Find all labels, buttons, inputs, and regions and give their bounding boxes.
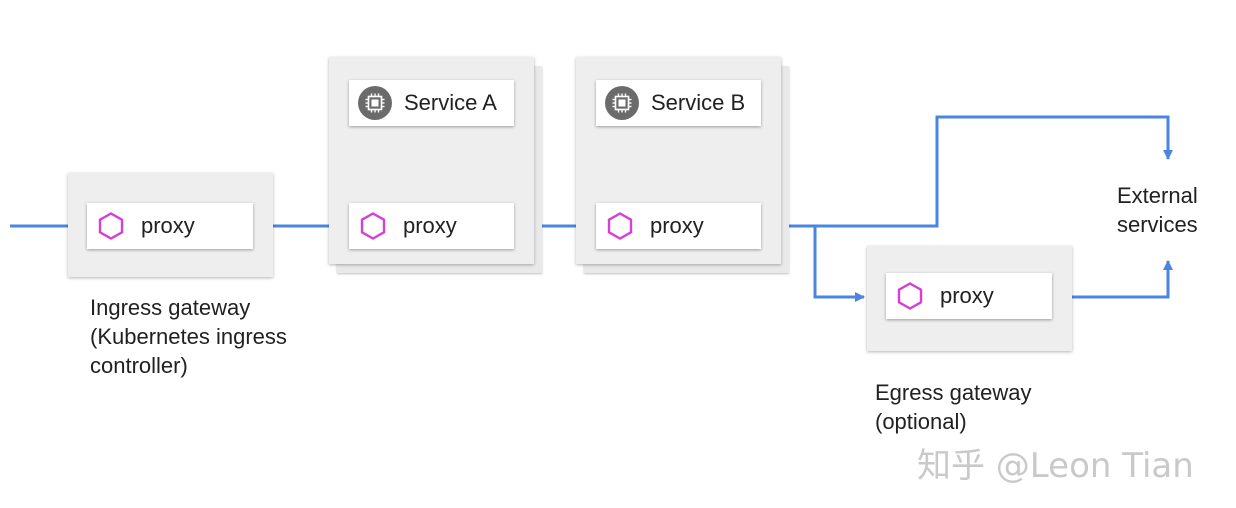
egress-proxy-card: proxy bbox=[886, 273, 1052, 319]
hexagon-icon bbox=[896, 282, 924, 310]
service-b-card: Service B bbox=[596, 80, 761, 126]
hexagon-icon bbox=[359, 212, 387, 240]
hexagon-icon bbox=[606, 212, 634, 240]
egress-proxy-label: proxy bbox=[940, 283, 994, 308]
service-a-label: Service A bbox=[404, 90, 497, 115]
watermark: 知乎 @Leon Tian bbox=[917, 446, 1194, 486]
service-a-proxy-label: proxy bbox=[403, 213, 457, 238]
service-b-proxy-label: proxy bbox=[650, 213, 704, 238]
arrow-b-to-egress bbox=[813, 226, 865, 302]
chip-icon bbox=[605, 86, 639, 120]
external-services-label: External services bbox=[1117, 181, 1198, 239]
service-a-card: Service A bbox=[349, 80, 514, 126]
service-b-proxy-card: proxy bbox=[596, 203, 761, 249]
arrow-egress-to-external bbox=[1072, 260, 1173, 299]
external-services-line: services bbox=[1117, 212, 1198, 237]
ingress-proxy-label: proxy bbox=[141, 213, 195, 238]
ingress-caption-line: controller) bbox=[90, 353, 188, 378]
ingress-caption: Ingress gateway (Kubernetes ingress cont… bbox=[90, 293, 287, 380]
chip-icon bbox=[358, 86, 392, 120]
external-services-line: External bbox=[1117, 183, 1198, 208]
egress-caption-line: (optional) bbox=[875, 409, 967, 434]
ingress-caption-line: Ingress gateway bbox=[90, 295, 251, 320]
ingress-proxy-card: proxy bbox=[87, 203, 253, 249]
hexagon-icon bbox=[97, 212, 125, 240]
egress-caption-line: Egress gateway bbox=[875, 380, 1032, 405]
egress-caption: Egress gateway (optional) bbox=[875, 378, 1032, 436]
ingress-caption-line: (Kubernetes ingress bbox=[90, 324, 287, 349]
arrow-b-to-external bbox=[761, 115, 1173, 228]
service-a-proxy-card: proxy bbox=[349, 203, 514, 249]
service-b-label: Service B bbox=[651, 90, 746, 115]
